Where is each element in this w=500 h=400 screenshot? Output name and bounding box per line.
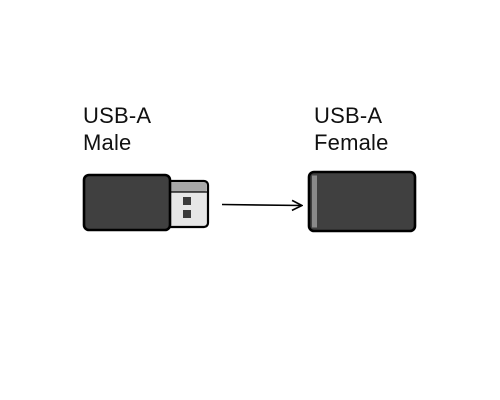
usb-a-female-label-line2: Female — [314, 130, 389, 155]
right-arrow-icon — [221, 205, 302, 206]
usb-a-male-label: USB-A Male — [83, 102, 151, 156]
port-left-highlight — [312, 175, 317, 228]
usb-a-female-port-icon — [307, 170, 417, 233]
usb-a-female-label: USB-A Female — [314, 102, 389, 156]
plug-metal-top-band — [167, 182, 207, 192]
usb-a-female-label-line1: USB-A — [314, 103, 383, 128]
plug-hole-lower — [183, 210, 191, 218]
usb-a-male-label-line2: Male — [83, 130, 132, 155]
plug-hole-upper — [183, 197, 191, 205]
usb-a-male-label-line1: USB-A — [83, 103, 152, 128]
plug-body — [82, 173, 172, 232]
port-body — [307, 170, 417, 233]
usb-a-male-plug-icon — [82, 173, 210, 232]
